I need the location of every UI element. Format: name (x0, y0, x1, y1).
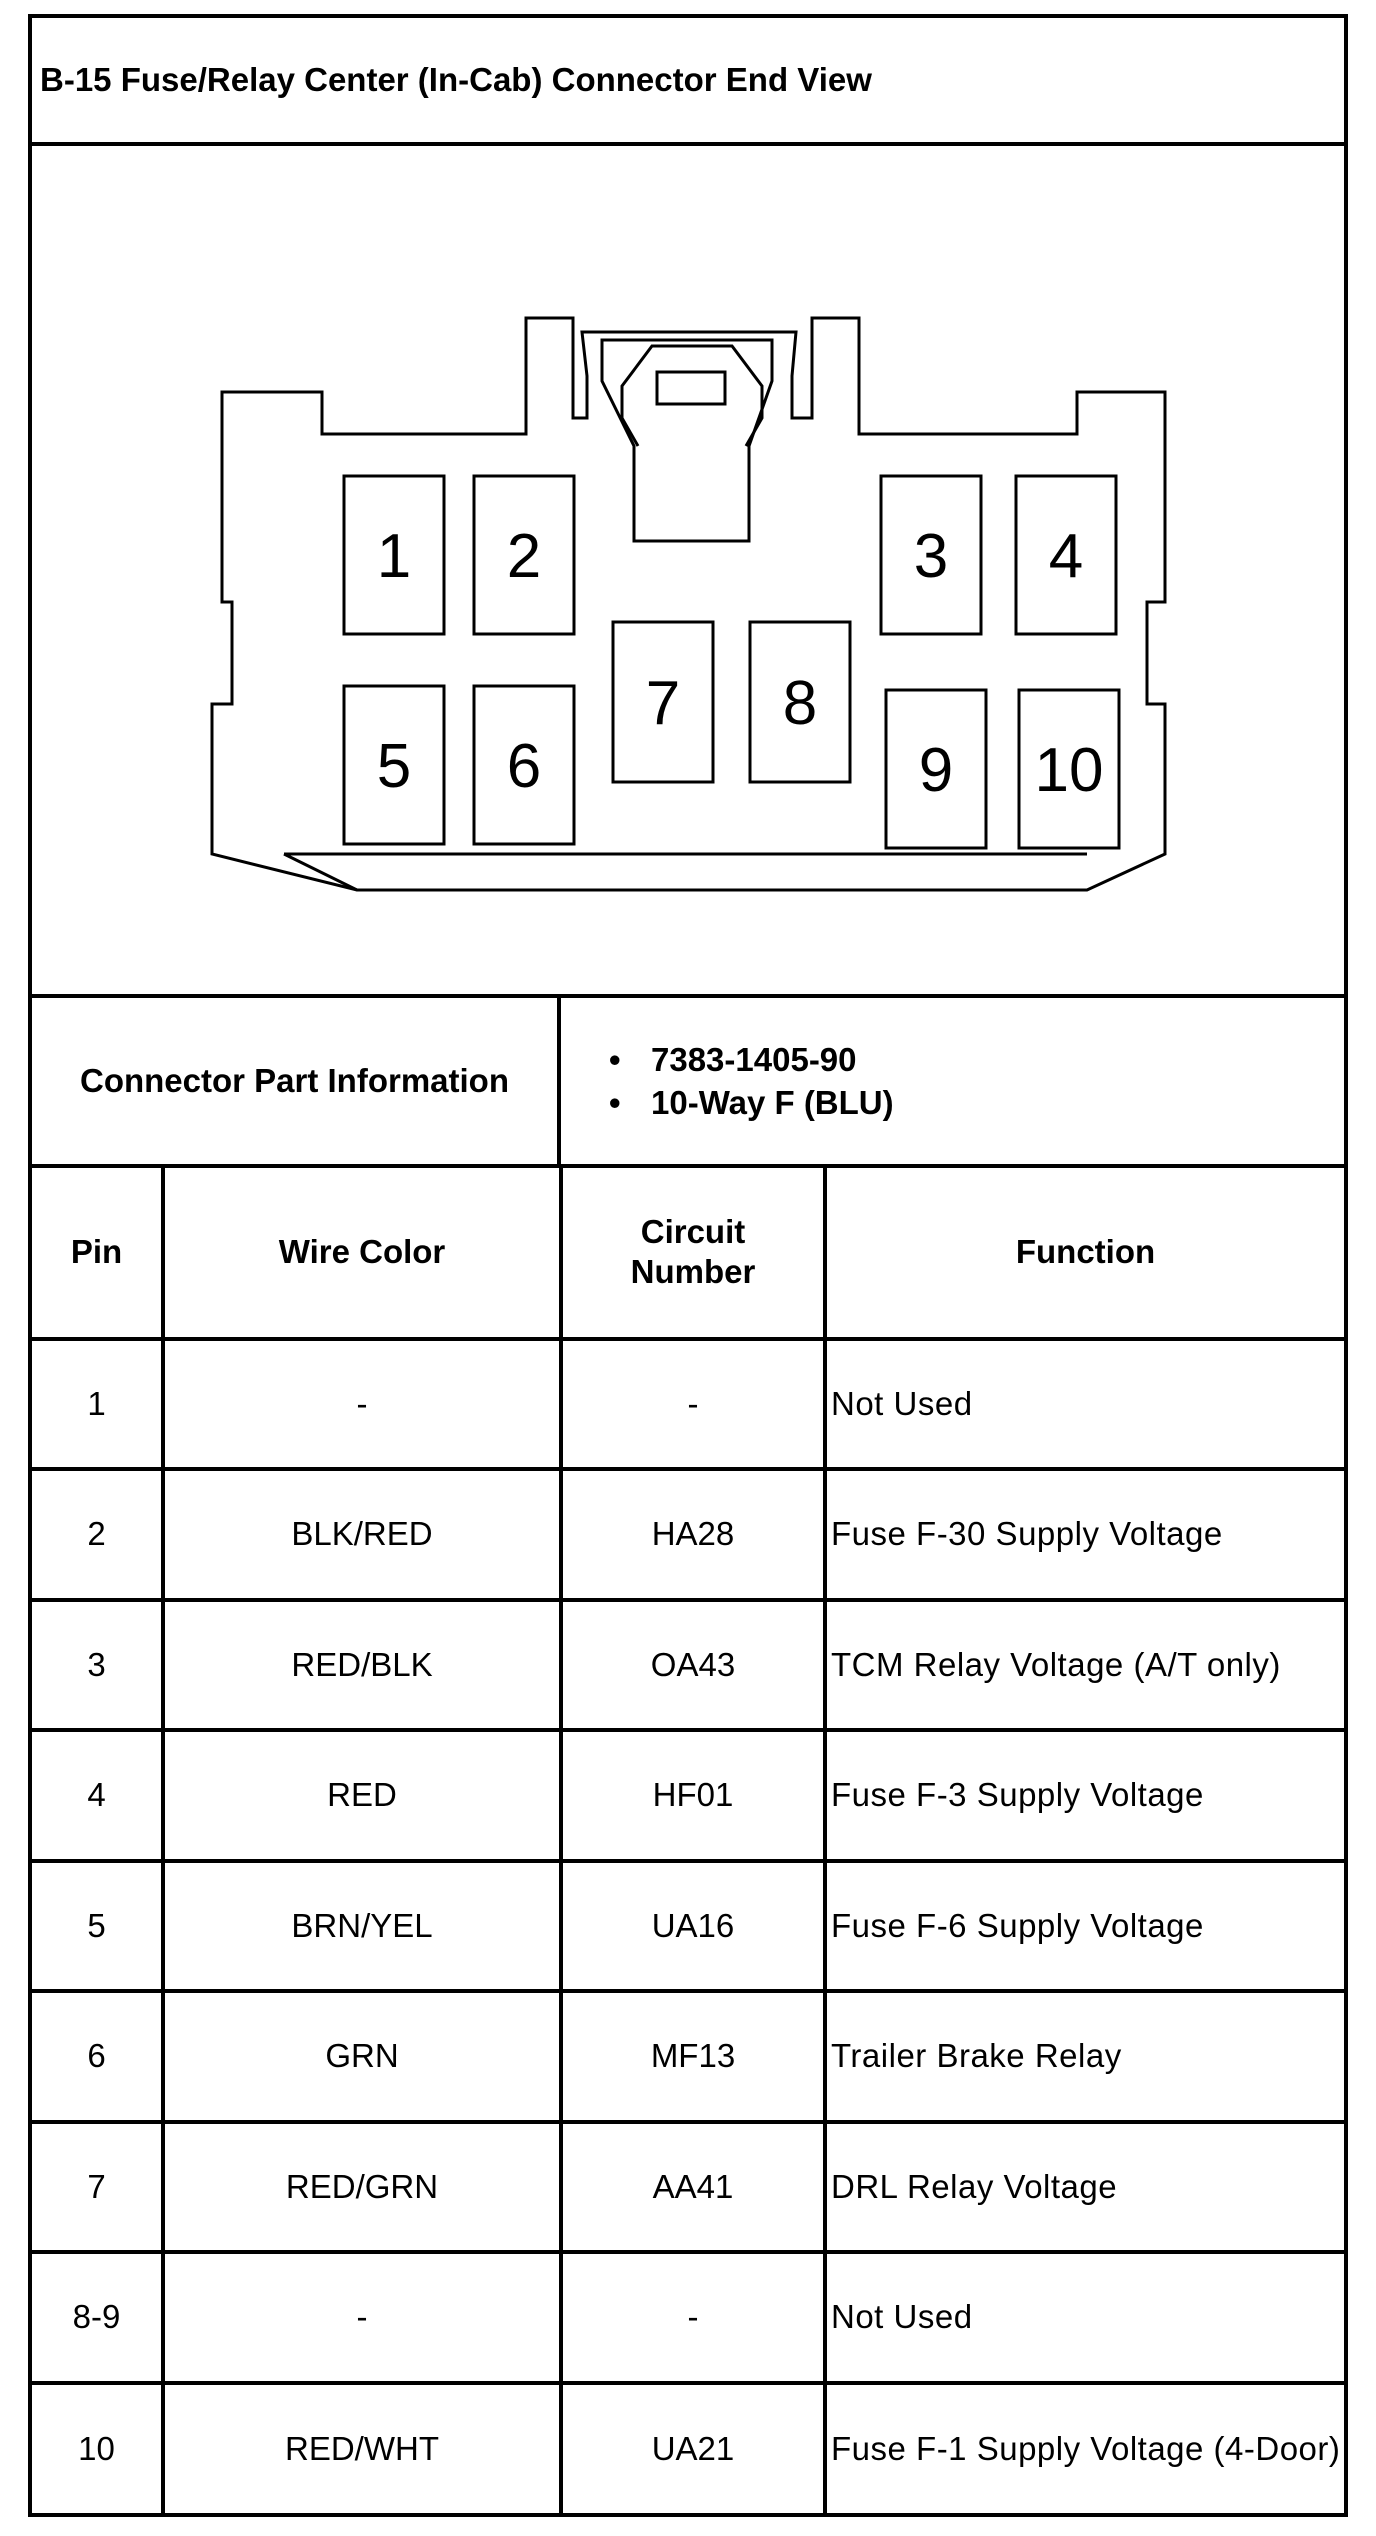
wire-color-cell: - (161, 2250, 563, 2385)
circuit-number-cell: OA43 (559, 1597, 827, 1733)
cavity-label: 9 (919, 736, 953, 805)
cavity-5 (342, 684, 446, 846)
pin-cell: 5 (32, 1858, 165, 1994)
cavity-label: 1 (377, 522, 411, 591)
pin-cell: 2 (32, 1467, 165, 1602)
function-cell: Fuse F-30 Supply Voltage (823, 1467, 1344, 1602)
circuit-number-cell: UA16 (559, 1858, 827, 1994)
cavity-label: 2 (507, 522, 541, 591)
connector-description: 10-Way F (BLU) (609, 1081, 1344, 1124)
pinout-table: Pin Wire Color Circuit Number Function 1… (32, 1168, 1344, 2513)
cavity-3 (879, 474, 983, 636)
cavity-label: 4 (1049, 522, 1083, 591)
wire-color-cell: BLK/RED (161, 1467, 563, 1602)
cavity-6 (472, 684, 576, 846)
pin-cell: 10 (32, 2380, 165, 2513)
part-info-list: 7383-1405-90 10-Way F (BLU) (561, 998, 1344, 1164)
pin-cell: 6 (32, 1989, 165, 2124)
circuit-number-cell: HF01 (559, 1728, 827, 1863)
pinout-header-row: Pin Wire Color Circuit Number Function (32, 1168, 1344, 1341)
function-cell: DRL Relay Voltage (823, 2119, 1344, 2255)
circuit-number-cell: MF13 (559, 1989, 827, 2124)
circuit-number-column-header: Circuit Number (559, 1168, 827, 1341)
pin-cell: 8-9 (32, 2250, 165, 2385)
function-column-header: Function (823, 1168, 1344, 1341)
wire-color-cell: - (161, 1338, 563, 1472)
wire-color-cell: RED/BLK (161, 1597, 563, 1733)
cavity-label: 10 (1035, 736, 1104, 805)
cavity-1 (342, 474, 446, 636)
wire-color-cell: RED (161, 1728, 563, 1863)
cavity-7 (611, 620, 715, 784)
connector-end-view-diagram: 1 2 3 4 5 6 7 8 9 10 (32, 146, 1344, 998)
circuit-number-cell: - (559, 2250, 827, 2385)
connector-document: B-15 Fuse/Relay Center (In-Cab) Connecto… (28, 14, 1348, 2517)
function-cell: Fuse F-1 Supply Voltage (4-Door) (823, 2380, 1344, 2513)
wire-color-column-header: Wire Color (161, 1168, 563, 1341)
circuit-number-cell: - (559, 1338, 827, 1472)
cavity-label: 8 (783, 669, 817, 738)
pin-cell: 4 (32, 1728, 165, 1863)
function-cell: Fuse F-3 Supply Voltage (823, 1728, 1344, 1863)
circuit-number-cell: AA41 (559, 2119, 827, 2255)
connector-outline-svg: 1 2 3 4 5 6 7 8 9 10 (210, 316, 1167, 892)
cavity-label: 5 (377, 732, 411, 801)
wire-color-cell: GRN (161, 1989, 563, 2124)
circuit-header-line1: Circuit (640, 1213, 746, 1251)
wire-color-cell: BRN/YEL (161, 1858, 563, 1994)
connector-housing-outline (210, 316, 1167, 892)
cavity-9 (884, 688, 988, 850)
pin-cell: 3 (32, 1597, 165, 1733)
pinout-row: 8-9--Not Used (32, 2250, 1344, 2385)
cavity-label: 7 (646, 669, 680, 738)
wire-color-cell: RED/WHT (161, 2380, 563, 2513)
function-cell: Not Used (823, 2250, 1344, 2385)
circuit-number-cell: HA28 (559, 1467, 827, 1602)
cavity-2 (472, 474, 576, 636)
cavity-4 (1014, 474, 1118, 636)
part-info-label: Connector Part Information (32, 998, 561, 1164)
function-cell: Fuse F-6 Supply Voltage (823, 1858, 1344, 1994)
function-cell: Not Used (823, 1338, 1344, 1472)
connector-part-information-row: Connector Part Information 7383-1405-90 … (32, 998, 1344, 1168)
cavity-label: 6 (507, 732, 541, 801)
pin-cell: 1 (32, 1338, 165, 1472)
cavity-8 (748, 620, 852, 784)
connector-latch-tab (655, 370, 727, 406)
pinout-row: 1--Not Used (32, 1338, 1344, 1472)
cavity-label: 3 (914, 522, 948, 591)
function-cell: Trailer Brake Relay (823, 1989, 1344, 2124)
cavity-10 (1017, 688, 1121, 850)
pin-cell: 7 (32, 2119, 165, 2255)
circuit-number-cell: UA21 (559, 2380, 827, 2513)
pin-column-header: Pin (32, 1168, 165, 1341)
document-title: B-15 Fuse/Relay Center (In-Cab) Connecto… (32, 18, 1344, 146)
function-cell: TCM Relay Voltage (A/T only) (823, 1597, 1344, 1733)
wire-color-cell: RED/GRN (161, 2119, 563, 2255)
part-number: 7383-1405-90 (609, 1038, 1344, 1081)
circuit-header-line2: Number (630, 1253, 756, 1291)
connector-latch-outline (600, 338, 774, 543)
